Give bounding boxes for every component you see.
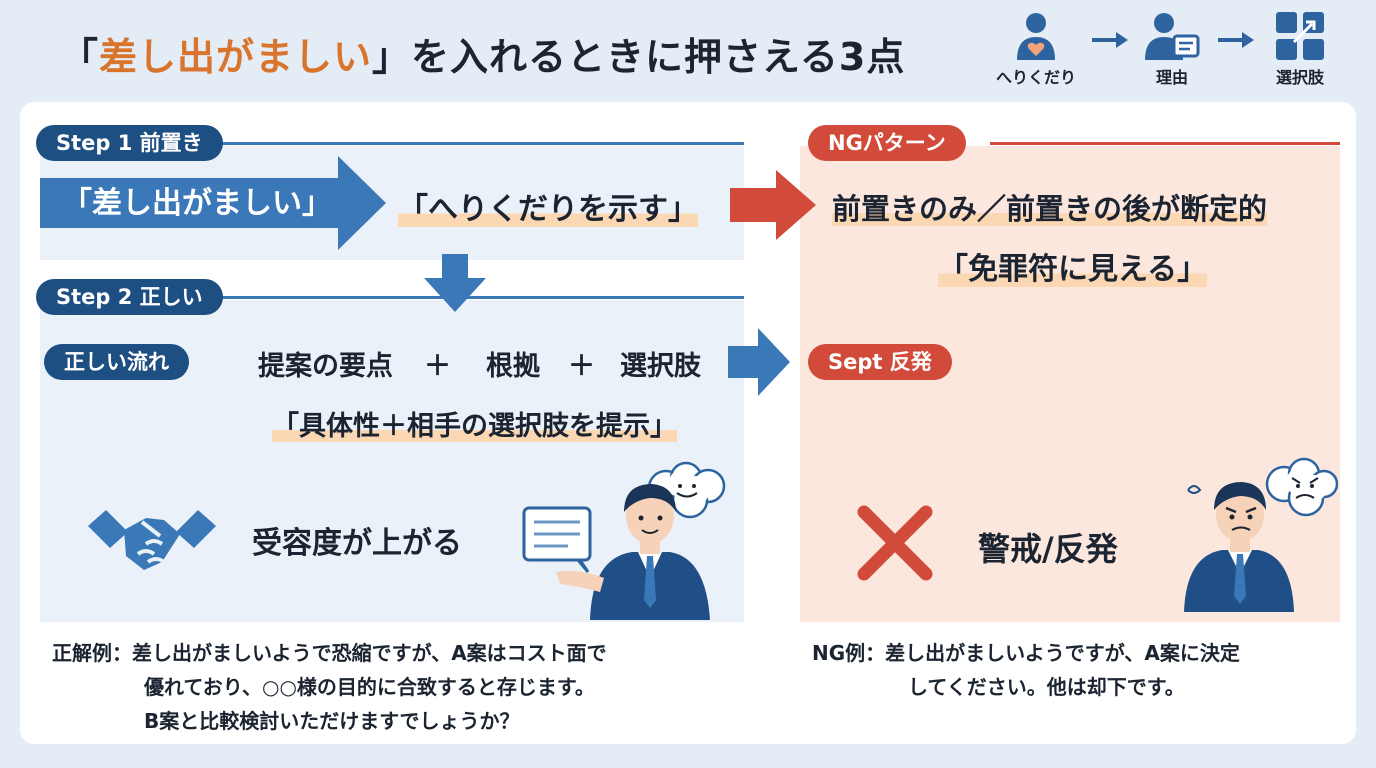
step1-banner-arrow: 「差し出がましい」 xyxy=(40,156,386,254)
angry-thought-cloud-icon xyxy=(1265,457,1338,517)
page-title: 「差し出がましい」を入れるときに押さえる3点 xyxy=(60,35,906,79)
warning-backlash-text: 警戒/反発 xyxy=(978,530,1118,568)
arrow-right-icon xyxy=(1092,32,1128,48)
flow-part-basis: 根拠 xyxy=(486,351,540,382)
options-grid-icon xyxy=(1276,12,1324,60)
arrow-to-ng xyxy=(730,170,816,240)
angry-businessman-illustration xyxy=(1184,457,1338,612)
ng-quote: 「免罪符に見える」 xyxy=(938,252,1208,287)
person-heart-icon xyxy=(1017,13,1055,60)
correct-example-line-1: 正解例：差し出がましいようで恐縮ですが、A案はコスト面で xyxy=(52,641,607,665)
arrow-down-icon xyxy=(424,254,486,312)
title-accent: 差し出がましい xyxy=(99,35,373,79)
person-document-icon xyxy=(1145,13,1200,60)
correct-flow-pill: 正しい流れ xyxy=(44,344,189,380)
ng-pattern-pill: NGパターン xyxy=(808,125,966,161)
arrow-to-sept xyxy=(728,328,790,396)
step1-result: 「へりくだりを示す」 xyxy=(398,192,698,227)
flow-plus: ＋ xyxy=(568,351,595,382)
acceptance-text: 受容度が上がる xyxy=(252,526,462,561)
step1-rule xyxy=(200,142,744,145)
ng-example-line-1: NG例：差し出がましいようですが、A案に決定 xyxy=(812,641,1240,665)
ng-description: 前置きのみ／前置きの後が断定的 xyxy=(832,192,1268,226)
cross-mark-icon xyxy=(857,505,933,581)
step2-rule xyxy=(200,296,744,299)
step1-banner-text: 「差し出がましい」 xyxy=(62,186,332,221)
frustration-mark-icon xyxy=(1187,485,1202,494)
step2-pill: Step 2 正しい xyxy=(36,279,223,315)
step1-pill: Step 1 前置き xyxy=(36,125,223,161)
header-step-label: 理由 xyxy=(1155,68,1188,87)
happy-businessman-illustration xyxy=(522,461,726,620)
flow-plus: ＋ xyxy=(424,351,451,382)
step2-summary: 「具体性＋相手の選択肢を提示」 xyxy=(272,411,677,442)
banner-arrow-shape xyxy=(40,156,386,250)
sept-backlash-pill: Sept 反発 xyxy=(808,344,952,380)
speech-bubble-icon xyxy=(522,506,592,573)
ng-example-line-2: してください。他は却下です。 xyxy=(908,675,1185,699)
ng-rule xyxy=(990,142,1340,145)
header-step-options: 選択肢 xyxy=(1252,10,1348,88)
header-step-label: 選択肢 xyxy=(1275,68,1324,87)
flow-part-options: 選択肢 xyxy=(620,351,701,382)
arrow-right-icon xyxy=(1218,32,1254,48)
correct-example-line-2: 優れており、○○様の目的に合致すると存じます。 xyxy=(144,675,595,699)
handshake-icon xyxy=(88,510,216,570)
header-step-humility: へりくだり xyxy=(988,10,1084,88)
header-step-label: へりくだり xyxy=(995,68,1076,87)
correct-example-line-3: B案と比較検討いただけますでしょうか？ xyxy=(144,709,520,733)
flow-part-point: 提案の要点 xyxy=(258,351,393,382)
header-step-reason: 理由 xyxy=(1124,10,1220,88)
